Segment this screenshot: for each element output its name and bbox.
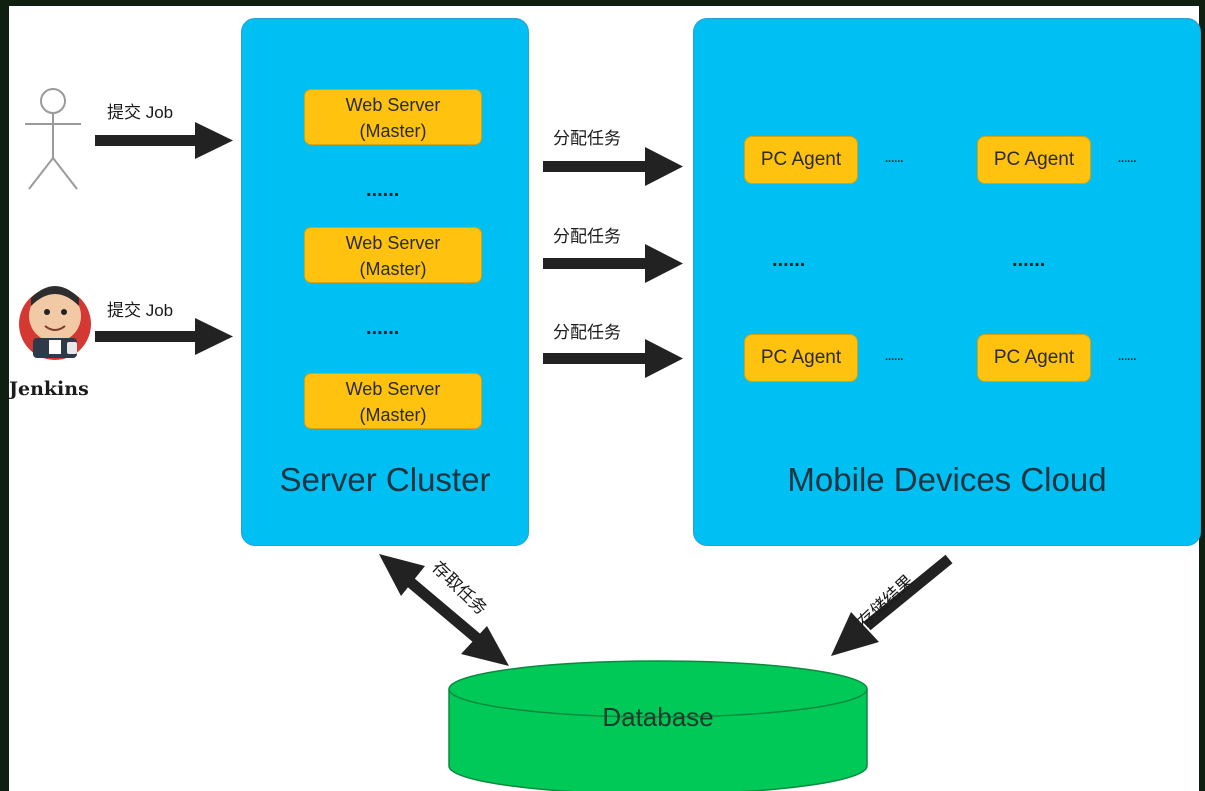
jenkins-logo-icon [19, 286, 91, 360]
submit-label-1: 提交 Job [107, 103, 174, 122]
web-server-role: (Master) [359, 121, 427, 141]
diagram-canvas: 提交 Job 提交 Job Jenkins Web Server (Master… [9, 6, 1201, 791]
pc-agent-box: PC Agent [744, 334, 858, 382]
web-server-role: (Master) [359, 405, 427, 425]
submit-arrow-2 [95, 318, 233, 355]
server-ellipsis: ...... [366, 179, 400, 201]
submit-label-2: 提交 Job [107, 301, 174, 320]
submit-arrow-1 [95, 122, 233, 159]
agent-ellipsis: ...... [1012, 249, 1046, 271]
assign-arrow-3 [543, 339, 683, 378]
db-store-arrow [831, 554, 953, 656]
assign-label-1: 分配任务 [553, 129, 621, 148]
jenkins-label: Jenkins [9, 378, 89, 400]
web-server-name: Web Server [345, 95, 441, 115]
web-server-box: Web Server (Master) [304, 227, 482, 283]
user-actor-icon [25, 88, 81, 190]
agent-ellipsis: ...... [772, 249, 806, 271]
web-server-role: (Master) [359, 259, 427, 279]
server-ellipsis: ...... [366, 317, 400, 339]
pc-agent-box: PC Agent [977, 136, 1091, 184]
assign-label-2: 分配任务 [553, 227, 621, 246]
web-server-name: Web Server [345, 379, 441, 399]
pc-agent-box: PC Agent [977, 334, 1091, 382]
device-ellipsis: ...... [885, 153, 904, 165]
device-cloud-title: Mobile Devices Cloud [787, 461, 1107, 498]
device-ellipsis: ...... [885, 351, 904, 363]
database-cylinder [448, 660, 868, 791]
assign-arrow-1 [543, 147, 683, 186]
server-cluster-title: Server Cluster [279, 461, 491, 498]
web-server-box: Web Server (Master) [304, 373, 482, 429]
assign-arrow-2 [543, 244, 683, 283]
mobile-devices-cloud: PC Agent PC Agent PC Agent PC Agent ....… [693, 18, 1201, 546]
db-access-arrow [379, 554, 509, 666]
assign-label-3: 分配任务 [553, 323, 621, 342]
device-ellipsis: ...... [1118, 351, 1137, 363]
server-cluster: Web Server (Master) ...... Web Server (M… [241, 18, 529, 546]
pc-agent-box: PC Agent [744, 136, 858, 184]
web-server-box: Web Server (Master) [304, 89, 482, 145]
database-label: Database [602, 702, 714, 732]
web-server-name: Web Server [345, 233, 441, 253]
device-ellipsis: ...... [1118, 153, 1137, 165]
